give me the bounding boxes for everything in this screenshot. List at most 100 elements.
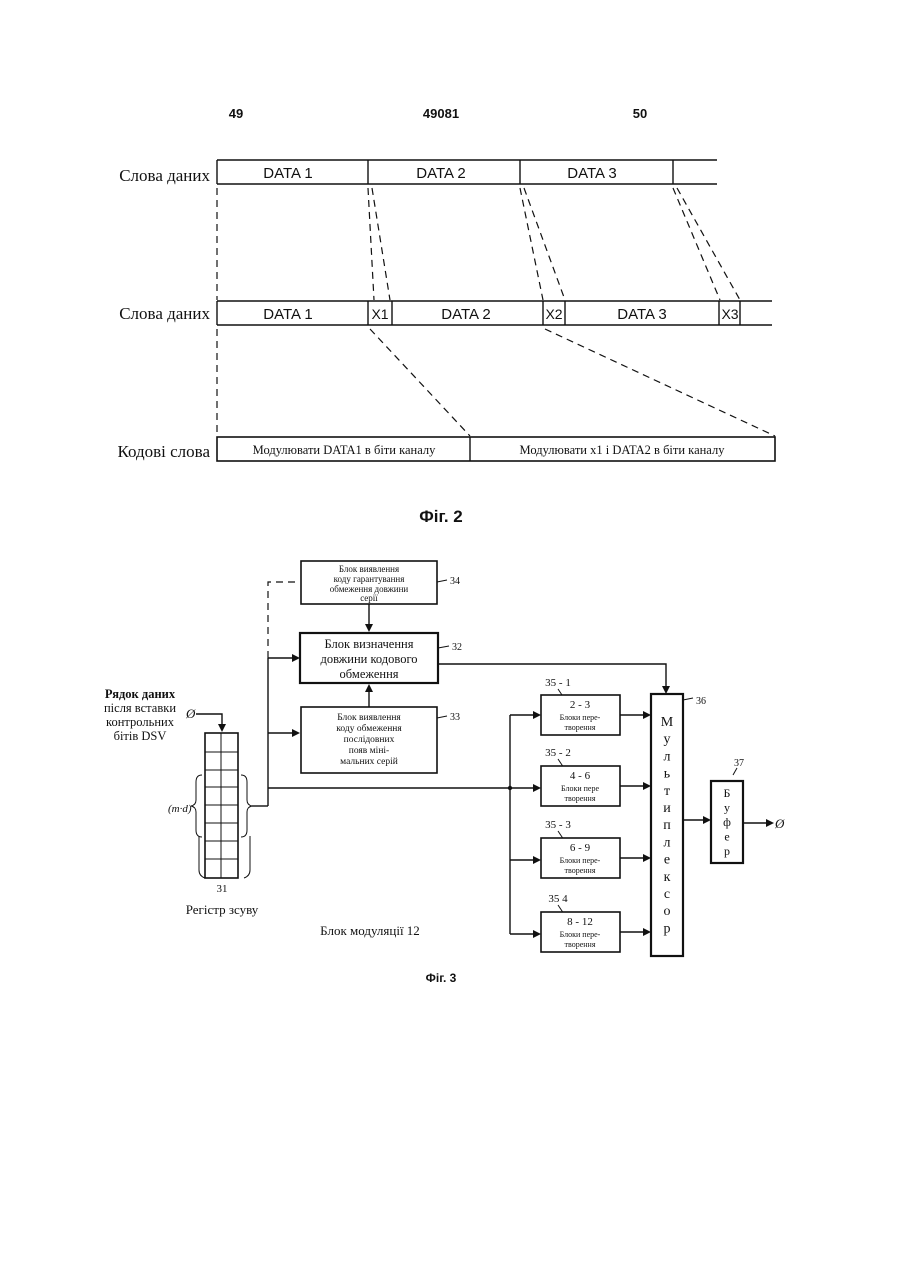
converter-35-3: 35 - 3 6 - 9 Блоки пере- творення bbox=[541, 819, 620, 878]
arrowhead-to-35-2 bbox=[533, 784, 541, 792]
row2-bit-x1: X1 bbox=[371, 306, 388, 322]
input-label-line: бітів DSV bbox=[114, 729, 167, 743]
vertical-letter: у bbox=[724, 801, 730, 815]
block32-line: обмеження bbox=[339, 667, 398, 681]
row1-to-row2-projection bbox=[217, 188, 740, 300]
arrowhead-33-to-32 bbox=[365, 684, 373, 692]
converter-range: 4 - 6 bbox=[570, 770, 591, 782]
arrowhead-to-35-3 bbox=[533, 856, 541, 864]
dashed-feed-to-34 bbox=[268, 582, 298, 658]
output-arrowhead bbox=[766, 819, 774, 827]
vertical-letter: к bbox=[664, 870, 671, 885]
row1-label: Слова даних bbox=[119, 166, 210, 185]
arrowhead-mux-to-buffer bbox=[703, 816, 711, 824]
converter-text: творення bbox=[564, 794, 595, 803]
block32-line: довжини кодового bbox=[320, 652, 417, 666]
input-label-line: контрольних bbox=[106, 715, 175, 729]
leader-37 bbox=[733, 768, 737, 775]
leader-32 bbox=[438, 646, 449, 648]
vertical-letter: о bbox=[664, 904, 671, 919]
vertical-letter: п bbox=[663, 818, 671, 833]
converter-35-2: 35 - 2 4 - 6 Блоки пере творення bbox=[541, 747, 620, 806]
converter-range: 6 - 9 bbox=[570, 842, 591, 854]
block-33-min-run-constraint: Блок виявлення коду обмеження послідовни… bbox=[301, 707, 437, 773]
block-32-code-length-determination: Блок визначення довжини кодового обмежен… bbox=[300, 633, 438, 683]
row1-cell-data1: DATA 1 bbox=[263, 165, 312, 182]
block33-line: коду обмеження bbox=[336, 723, 402, 734]
input-terminal-symbol: Ø bbox=[185, 706, 196, 721]
vertical-letter: л bbox=[664, 835, 671, 850]
row2-bit-x2: X2 bbox=[545, 306, 562, 322]
vertical-letter: у bbox=[664, 732, 671, 747]
arrowhead-to-33 bbox=[292, 729, 300, 737]
buffer-number: 37 bbox=[734, 758, 744, 769]
block33-line: появ міні- bbox=[349, 746, 389, 756]
converter-number: 35 4 bbox=[548, 893, 568, 905]
page-number-left: 49 bbox=[229, 106, 243, 121]
arrowhead-to-35-1 bbox=[533, 711, 541, 719]
left-brace bbox=[191, 775, 202, 837]
multiplexer-number: 36 bbox=[696, 696, 706, 707]
arrowhead-32-to-mux bbox=[662, 686, 670, 694]
converter-35-4: 35 4 8 - 12 Блоки пере- творення bbox=[541, 893, 620, 952]
converter-text: Блоки пере- bbox=[560, 930, 601, 939]
register-brace-label: (m·d) bbox=[168, 803, 192, 815]
figure-3: Рядок даних після вставки контрольних бі… bbox=[104, 561, 785, 985]
converter-text: Блоки пере- bbox=[560, 856, 601, 865]
block33-line: Блок виявлення bbox=[337, 713, 401, 723]
vertical-letter: р bbox=[664, 921, 671, 936]
row2-to-row3-projection bbox=[217, 329, 775, 436]
block34-line: Блок виявлення bbox=[339, 564, 399, 574]
arrowhead-to-35-4 bbox=[533, 930, 541, 938]
buffer-37: Буфер bbox=[711, 781, 743, 863]
right-brace bbox=[241, 775, 252, 837]
input-label: Рядок даних після вставки контрольних бі… bbox=[104, 687, 176, 743]
converter-text: творення bbox=[564, 940, 595, 949]
converter-range: 2 - 3 bbox=[570, 699, 591, 711]
row2-cell-data3: DATA 3 bbox=[617, 306, 666, 323]
vertical-letter: т bbox=[664, 784, 670, 799]
row1-cell-data2: DATA 2 bbox=[416, 165, 465, 182]
figure-2: Слова даних DATA 1 DATA 2 DATA 3 Слова д… bbox=[117, 160, 775, 526]
row2-label: Слова даних bbox=[119, 304, 210, 323]
modulation-block-label: Блок модуляції 12 bbox=[320, 923, 420, 938]
buffer-letters: Буфер bbox=[723, 786, 731, 858]
shift-register-number: 31 bbox=[217, 883, 228, 895]
shift-register bbox=[199, 733, 250, 878]
arrowhead-35-4-to-mux bbox=[643, 928, 651, 936]
row3-cell-1: Модулювати DATA1 в біти каналу bbox=[253, 443, 436, 457]
arrowhead-35-1-to-mux bbox=[643, 711, 651, 719]
row3-code-words: Модулювати DATA1 в біти каналу Модулюват… bbox=[217, 437, 775, 461]
arrowhead-35-3-to-mux bbox=[643, 854, 651, 862]
converter-35-1: 35 - 1 2 - 3 Блоки пере- творення bbox=[541, 677, 620, 735]
row2-bit-x3: X3 bbox=[721, 306, 738, 322]
row2-cell-data2: DATA 2 bbox=[441, 306, 490, 323]
output-terminal-symbol: Ø bbox=[774, 816, 785, 831]
vertical-letter: и bbox=[663, 801, 671, 816]
vertical-letter: Б bbox=[724, 786, 731, 800]
vertical-letter: М bbox=[661, 715, 674, 730]
block34-line: коду гарантування bbox=[334, 574, 405, 584]
input-line bbox=[196, 714, 222, 730]
block32-number: 32 bbox=[452, 642, 462, 653]
block33-line: послідовних bbox=[344, 735, 395, 745]
document-number: 49081 bbox=[423, 106, 459, 121]
shift-register-label: Регістр зсуву bbox=[186, 902, 259, 917]
block32-line: Блок визначення bbox=[325, 637, 414, 651]
block33-line: мальних серій bbox=[340, 756, 398, 767]
leader-33 bbox=[437, 716, 447, 718]
input-arrowhead bbox=[218, 724, 226, 732]
row3-cell-2: Модулювати x1 і DATA2 в біти каналу bbox=[520, 443, 726, 457]
vertical-letter: е bbox=[664, 853, 670, 868]
bus-junction bbox=[508, 786, 512, 790]
row2-data-words: DATA 1 X1 DATA 2 X2 DATA 3 X3 bbox=[217, 301, 772, 325]
vertical-letter: ф bbox=[723, 815, 731, 829]
block-34-run-length-guarantee: Блок виявлення коду гарантування обмежен… bbox=[301, 561, 437, 604]
leader-36 bbox=[683, 698, 693, 700]
vertical-letter: е bbox=[724, 830, 729, 844]
row3-label: Кодові слова bbox=[117, 442, 210, 461]
multiplexer-36: Мультиплексор bbox=[651, 694, 683, 956]
vertical-letter: ь bbox=[664, 767, 670, 782]
